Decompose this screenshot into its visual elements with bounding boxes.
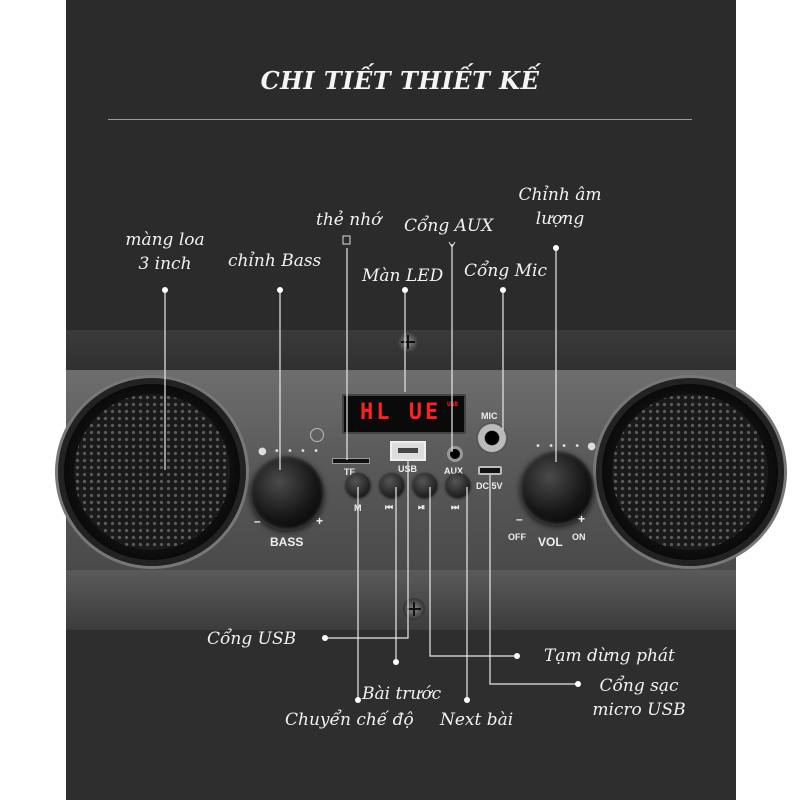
prev-button[interactable] (380, 473, 404, 497)
title-divider (108, 119, 692, 120)
dc-label: DC 5V (476, 481, 503, 491)
label-led: Màn LED (362, 266, 444, 286)
vol-minus: – (516, 512, 523, 526)
right-speaker (602, 384, 778, 560)
label-pause: Tạm dừng phát (544, 646, 675, 666)
vol-plus: + (578, 512, 586, 526)
aux-label: AUX (444, 466, 464, 476)
label-tf: thẻ nhớ (316, 210, 382, 230)
mic-hole-icon (310, 428, 324, 442)
tf-label: TF (344, 467, 355, 477)
label-mode: Chuyển chế độ (285, 710, 414, 730)
device-bottom (66, 630, 736, 800)
label-next: Next bài (440, 710, 514, 730)
label-charge: Cổng sạc micro USB (584, 674, 694, 722)
bass-knob[interactable] (250, 456, 324, 530)
led-display: HL UE USB (342, 394, 466, 434)
play-pause-button[interactable] (413, 473, 437, 497)
device-lower-rail (66, 570, 736, 630)
vol-on-label: ON (572, 532, 586, 542)
label-volume-text: Chỉnh âm lượng (518, 185, 602, 229)
label-mic: Cổng Mic (464, 261, 548, 281)
label-aux: Cổng AUX (404, 216, 494, 236)
label-charge-text: Cổng sạc micro USB (592, 676, 686, 720)
mic-label: MIC (481, 411, 498, 421)
sd-card-icon (342, 235, 351, 245)
page-title: CHI TIẾT THIẾT KẾ (260, 66, 540, 95)
label-prev: Bài trước (362, 684, 442, 704)
bass-label: BASS (270, 535, 304, 549)
label-speaker-text: màng loa 3 inch (125, 230, 205, 274)
label-speaker: màng loa 3 inch (115, 228, 215, 276)
volume-knob[interactable] (520, 451, 594, 525)
bass-plus: + (316, 514, 324, 528)
left-speaker (64, 384, 240, 560)
led-text: HL UE (360, 400, 442, 425)
screw-icon (397, 331, 419, 353)
aux-arrow-icon (448, 241, 456, 248)
next-icon: ⏭ (451, 502, 460, 512)
bass-minus: – (254, 514, 261, 528)
label-volume: Chỉnh âm lượng (510, 183, 610, 231)
tf-card-slot[interactable] (332, 458, 370, 464)
vol-label: VOL (538, 535, 563, 549)
prev-icon: ⏮ (385, 502, 394, 512)
play-pause-icon: ⏯ (418, 502, 426, 512)
aux-jack[interactable] (447, 446, 463, 462)
next-button[interactable] (446, 473, 470, 497)
micro-usb-port[interactable] (478, 466, 502, 475)
vol-off-label: OFF (508, 532, 526, 542)
label-bass: chỉnh Bass (228, 251, 322, 271)
label-usb: Cổng USB (207, 629, 297, 649)
